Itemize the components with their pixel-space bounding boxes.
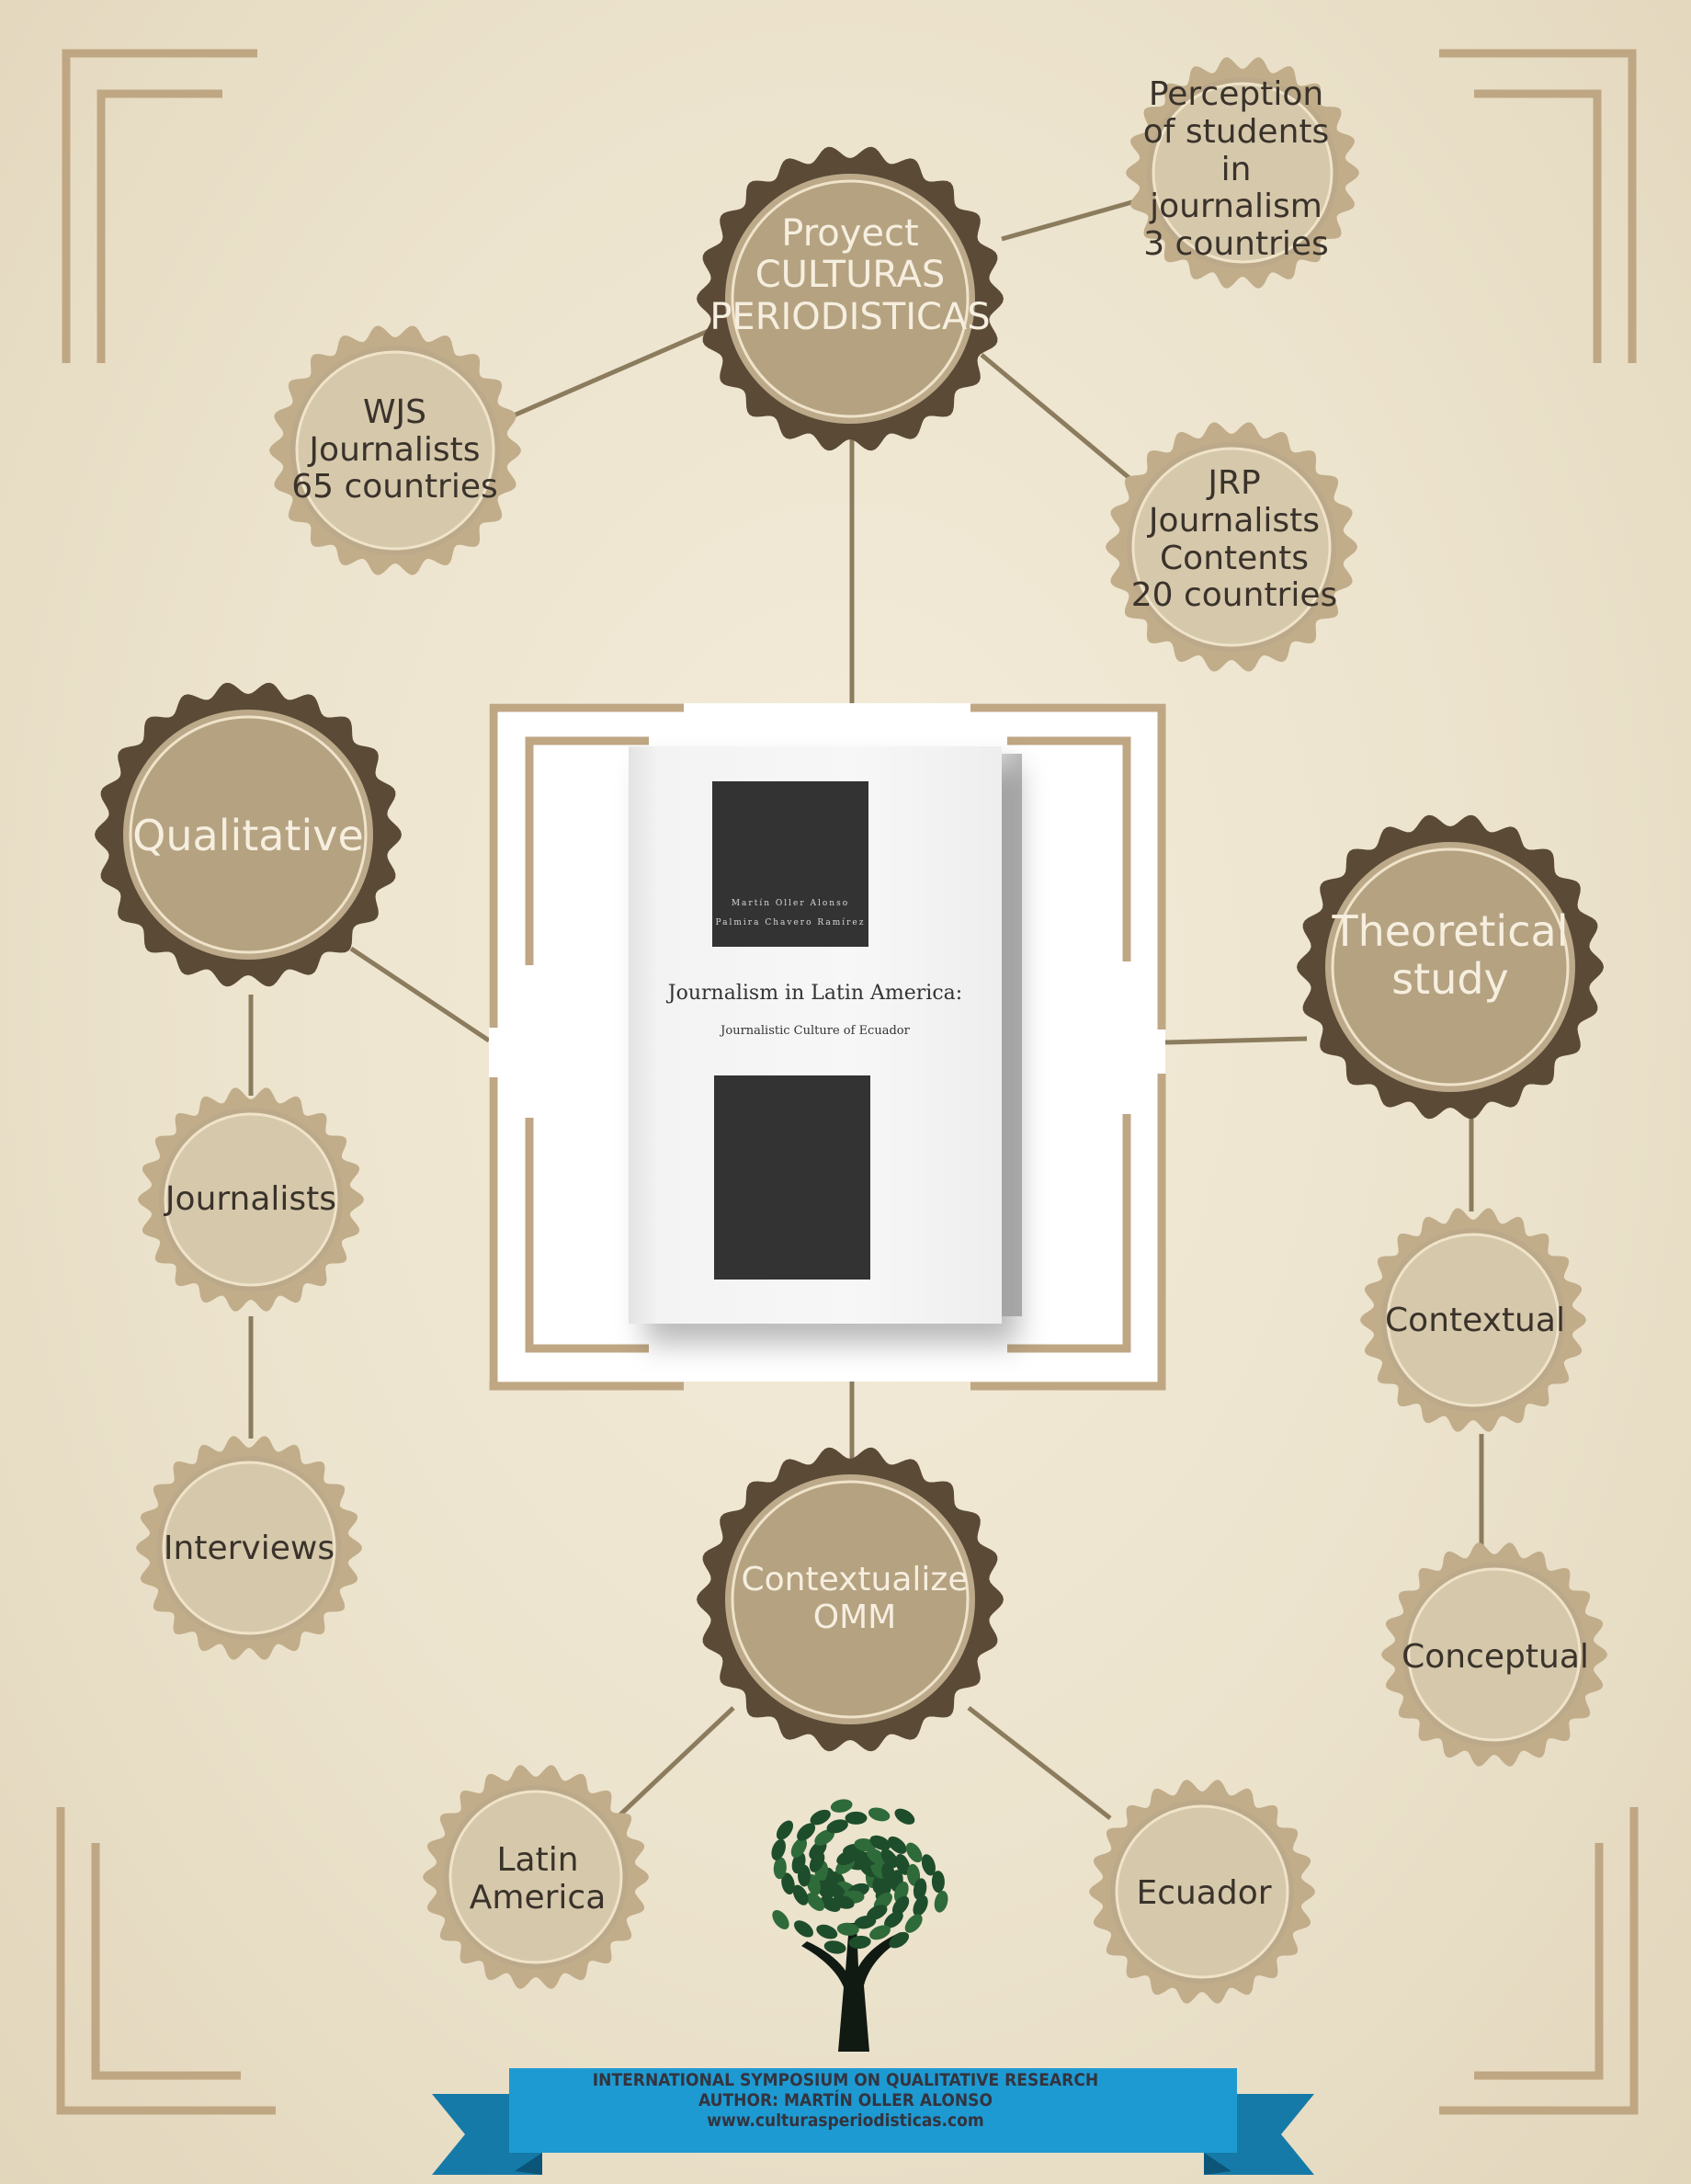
tree-leaf [790,1837,808,1858]
node-theoretical-study: Theoretical study [1332,906,1569,1004]
tree-leaf [906,1863,921,1886]
tree-leaf [816,1924,838,1939]
badge-contextualize [697,1447,1004,1752]
badge-layer [95,57,1607,2004]
tree-leaf [921,1854,936,1876]
tree-leaf [792,1884,809,1905]
frame-corner-top-right [1439,49,1637,363]
badge-latin-america [423,1765,649,1989]
node-journalists: Journalists [165,1179,337,1218]
tree-leaf [848,1935,871,1950]
frame-corner-bottom-left [56,1807,276,2115]
frame-corner-top-right-inner [1474,89,1602,363]
tree-leaf [836,1922,859,1936]
tree-leaf [797,1823,816,1841]
node-wjs: WJS Journalists 65 countries [291,392,498,506]
connector-theoretical-book [1164,1036,1308,1045]
badge-jrp [1106,422,1357,672]
tree-leaf [869,1835,891,1851]
frame-corner-top-left-inner [96,89,222,363]
tree-leaf [913,1895,928,1917]
tree-leaf [867,1905,888,1920]
tree-leaf [891,1895,910,1916]
tree-leaf [830,1799,853,1813]
node-project-culturas-periodisticas: Proyect CULTURAS PERIODISTICAS [709,212,991,338]
banner-author: AUTHOR: MARTÍN OLLER ALONSO [698,2090,993,2110]
badge-wjs [269,325,521,575]
book-author-1: Martín Oller Alonso [731,899,850,908]
tree-logo [771,1799,948,2052]
tree-leaf [889,1931,910,1949]
node-perception-students: Perception of students in journalism 3 c… [1142,75,1330,264]
tree-leaf [781,1872,795,1895]
ribbon-banner [432,2068,1314,2175]
tree-leaf [888,1836,907,1854]
badge-qualitative [95,682,402,987]
tree-leaf [771,1838,786,1860]
frame-corner-bottom-right [1439,1807,1639,2115]
connector-contextualize-ecuador [967,1706,1112,1820]
badge-perception [1126,57,1359,289]
tree-leaf [845,1811,868,1825]
book-cover-bottom-block [714,1075,870,1280]
tree-leaf [904,1914,923,1933]
tree-leaf [794,1920,813,1938]
badge-conceptual [1381,1542,1607,1767]
tree-leaf [894,1808,915,1825]
book-title: Journalism in Latin America: [667,982,963,1005]
tree-leaf [934,1891,948,1913]
book-author-2: Palmira Chavero Ramírez [715,918,866,927]
node-latin-america: Latin America [469,1841,607,1917]
tree-leaf [773,1857,787,1880]
tree-leaf [913,1878,927,1901]
tree-leaf [820,1895,841,1913]
connector-qualitative-book [349,946,491,1043]
connector-hub-jrp [980,353,1138,485]
banner-symposium: INTERNATIONAL SYMPOSIUM ON QUALITATIVE R… [592,2070,1099,2090]
frame-corner-bottom-left-inner [91,1843,241,2080]
tree-leaf [931,1871,945,1894]
connector-hub-wjs [506,324,718,421]
node-contextualize-omm: Contextualize OMM [741,1561,969,1636]
tree-leaf [817,1880,834,1901]
tree-leaf [895,1853,911,1875]
tree-leaf [868,1807,891,1822]
badge-journalists [138,1087,364,1312]
node-contextual: Contextual [1385,1301,1565,1339]
node-interviews: Interviews [163,1529,335,1567]
tree-leaf [905,1842,923,1863]
book-cover-top-block [712,781,868,947]
badge-interviews [136,1436,362,1660]
banner-website: www.culturasperiodisticas.com [707,2110,984,2131]
tree-leaf [884,1911,903,1928]
tree-leaf [810,1809,831,1826]
badge-ecuador [1089,1780,1315,2004]
book-spine [1002,754,1022,1316]
node-conceptual: Conceptual [1402,1637,1589,1676]
book-subtitle: Journalistic Culture of Ecuador [721,1024,910,1038]
tree-leaf [869,1925,891,1940]
badge-contextual [1360,1208,1586,1432]
tree-leaf [806,1893,825,1912]
tree-leaf [806,1873,821,1896]
tree-leaf [826,1819,848,1834]
tree-leaf [772,1910,789,1929]
tree-leaf [809,1840,827,1860]
node-ecuador: Ecuador [1136,1873,1272,1912]
tree-leaf [880,1848,899,1869]
tree-leaf [814,1829,834,1846]
tree-leaf [854,1915,877,1929]
badge-theoretical [1297,814,1604,1120]
tree-leaf [776,1820,794,1840]
badge-project [697,146,1004,451]
frame-corner-top-left [62,49,257,363]
node-qualitative: Qualitative [132,811,364,861]
corner-frames [56,49,1639,2115]
connector-contextualize-latin-america [617,1706,735,1818]
tree-leaf [823,1940,846,1954]
frame-corner-bottom-right-inner [1474,1843,1604,2080]
node-jrp: JRP Journalists Contents 20 countries [1130,464,1338,615]
